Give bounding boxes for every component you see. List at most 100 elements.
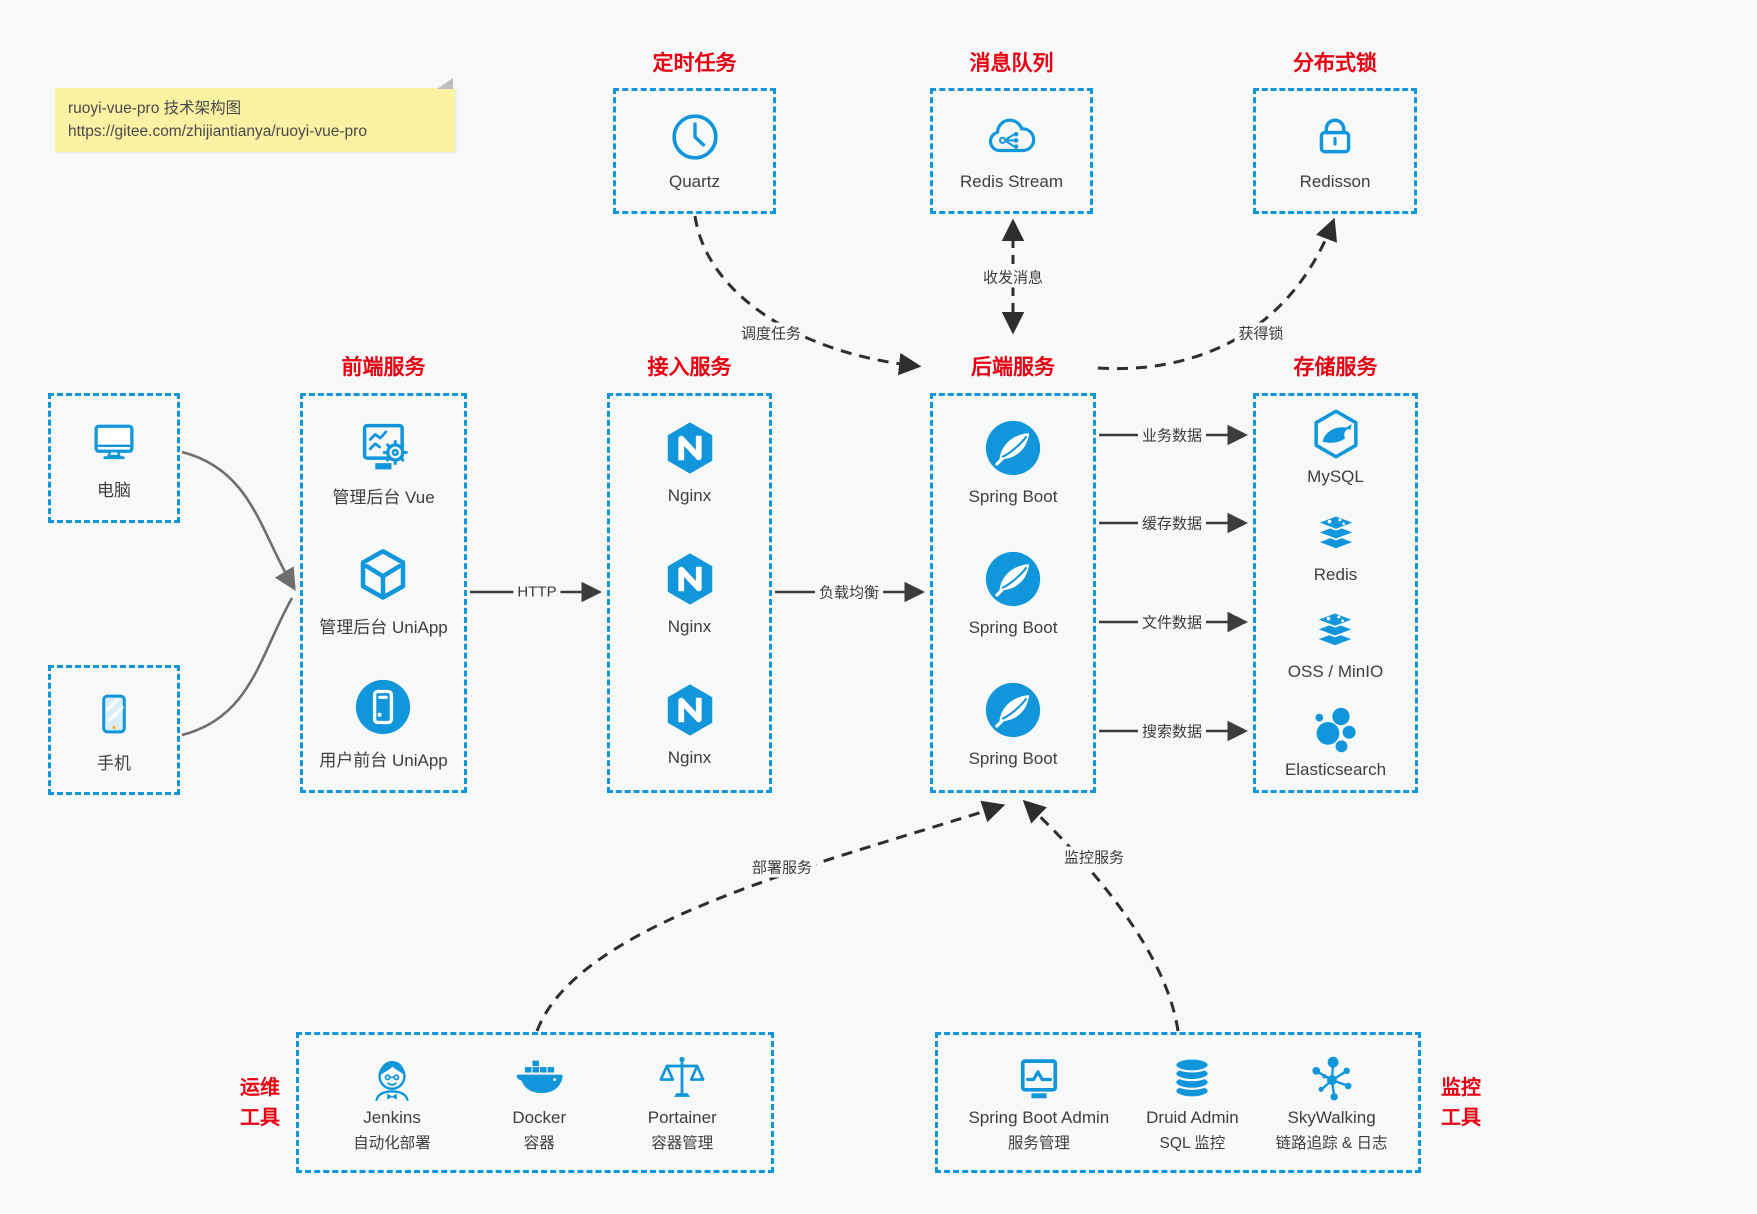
spring-boot-icon: [985, 420, 1041, 475]
tool-desc: 服务管理: [1007, 1134, 1070, 1152]
tool-desc: 自动化部署: [353, 1134, 431, 1152]
edge-phone-frontend: [181, 597, 294, 737]
node-phone: 手机: [88, 687, 140, 774]
edge-label-file-data: 文件数据: [1137, 611, 1207, 633]
cloud-queue-icon: [989, 118, 1036, 153]
note-fold-corner: [437, 78, 453, 89]
tool-name: Druid Admin: [1146, 1107, 1239, 1127]
clock-icon: [671, 114, 718, 160]
gateway-box: Nginx Nginx Nginx: [607, 393, 772, 793]
node-springboot-3: Spring Boot: [968, 679, 1058, 769]
node-label: 电脑: [97, 480, 131, 500]
redis-icon: [1314, 514, 1357, 550]
druid-icon: [1174, 1056, 1211, 1098]
edge-lock: [1097, 217, 1338, 371]
node-nginx-1: Nginx: [660, 418, 720, 506]
pc-client-box: 电脑: [48, 393, 180, 523]
note-title: ruoyi-vue-pro 技术架构图: [68, 100, 242, 117]
tool-desc: SQL 监控: [1159, 1134, 1226, 1152]
title-storage: 存储服务: [1293, 356, 1378, 379]
node-label: Nginx: [667, 616, 712, 636]
title-ops-tools: 运维 工具: [232, 1073, 288, 1133]
title-frontend: 前端服务: [341, 356, 426, 379]
desktop-icon: [94, 424, 134, 459]
nginx-icon: [667, 684, 712, 736]
portainer-icon: [659, 1056, 705, 1097]
node-mysql: MySQL: [1307, 406, 1364, 487]
title-ops-line1: 运维: [240, 1077, 280, 1099]
distributed-lock-box: Redisson: [1253, 88, 1417, 214]
node-label: Nginx: [667, 485, 712, 505]
user-app-icon: [356, 680, 411, 735]
tool-desc: 容器管理: [651, 1134, 714, 1152]
node-label: Redisson: [1299, 172, 1371, 191]
tool-name: Spring Boot Admin: [968, 1107, 1110, 1127]
message-queue-box: Redis Stream: [930, 88, 1093, 214]
node-oss-minio: OSS / MinIO: [1288, 605, 1383, 682]
backend-box: Spring Boot Spring Boot Spring Boot: [930, 393, 1096, 793]
node-label: 用户前台 UniApp: [319, 751, 448, 771]
uniapp-cube-icon: [361, 549, 406, 601]
node-spring-boot-admin: Spring Boot Admin 服务管理: [968, 1053, 1109, 1153]
title-gateway: 接入服务: [647, 356, 732, 379]
tool-desc: 容器: [523, 1134, 555, 1152]
node-label: Spring Boot: [968, 749, 1058, 769]
edge-label-biz-data: 业务数据: [1137, 424, 1207, 446]
spring-boot-icon: [985, 551, 1041, 607]
edge-pc-frontend: [181, 450, 296, 591]
node-redisson: Redisson: [1299, 110, 1371, 192]
elasticsearch-icon: [1315, 707, 1357, 753]
node-docker: Docker 容器: [511, 1053, 567, 1153]
node-skywalking: SkyWalking 链路追踪 & 日志: [1276, 1053, 1388, 1153]
node-redis: Redis: [1308, 508, 1364, 585]
admin-vue-icon: [362, 423, 408, 470]
edge-label-search-data: 搜索数据: [1137, 720, 1207, 742]
node-springboot-1: Spring Boot: [969, 417, 1057, 507]
title-ops-line2: 工具: [240, 1107, 280, 1129]
title-backend: 后端服务: [971, 356, 1055, 379]
edge-deploy: [535, 800, 1006, 1032]
title-message-queue: 消息队列: [969, 52, 1054, 75]
monitor-tools-box: Spring Boot Admin 服务管理 Druid Admin SQL 监…: [935, 1032, 1421, 1173]
title-monitor-line1: 监控: [1441, 1077, 1481, 1099]
node-elasticsearch: Elasticsearch: [1285, 703, 1386, 780]
sticky-note: ruoyi-vue-pro 技术架构图 https://gitee.com/zh…: [55, 78, 455, 152]
title-distributed-lock: 分布式锁: [1293, 52, 1377, 75]
phone-client-box: 手机: [48, 665, 180, 795]
edge-label-monitor: 监控服务: [1059, 846, 1129, 868]
node-nginx-3: Nginx: [660, 680, 720, 768]
title-monitor-line2: 工具: [1441, 1107, 1481, 1129]
tool-name: Portainer: [647, 1107, 717, 1127]
lock-icon: [1319, 118, 1351, 154]
edge-monitor: [1022, 799, 1180, 1032]
spring-boot-admin-icon: [1020, 1058, 1057, 1098]
node-jenkins: Jenkins 自动化部署: [353, 1053, 431, 1153]
node-label: MySQL: [1307, 467, 1364, 487]
nginx-icon: [667, 422, 712, 474]
tool-name: Jenkins: [363, 1107, 421, 1127]
edge-label-deploy: 部署服务: [747, 856, 817, 878]
edge-schedule: [693, 215, 922, 376]
node-label: Nginx: [667, 748, 712, 768]
node-nginx-2: Nginx: [660, 549, 720, 637]
title-scheduled-task: 定时任务: [652, 52, 737, 75]
tool-name: SkyWalking: [1287, 1107, 1376, 1127]
node-label: 管理后台 Vue: [332, 487, 435, 507]
edge-label-lock: 获得锁: [1234, 322, 1288, 344]
node-portainer: Portainer 容器管理: [648, 1053, 717, 1153]
node-label: 管理后台 UniApp: [319, 618, 448, 638]
edge-label-messages: 收发消息: [978, 266, 1048, 288]
scheduled-task-box: Quartz: [613, 88, 776, 214]
frontend-box: 管理后台 Vue 管理后台 UniApp 用户前台 UniApp: [300, 393, 467, 793]
note-url: https://gitee.com/zhijiantianya/ruoyi-vu…: [68, 123, 367, 140]
storage-box: MySQL Redis: [1253, 393, 1418, 793]
edge-label-schedule: 调度任务: [736, 322, 806, 344]
node-springboot-2: Spring Boot: [969, 548, 1057, 638]
edge-label-cache-data: 缓存数据: [1137, 512, 1207, 534]
node-user-uniapp: 用户前台 UniApp: [319, 676, 448, 771]
mysql-icon: [1313, 409, 1358, 459]
spring-boot-icon: [985, 683, 1041, 738]
nginx-icon: [667, 553, 712, 605]
